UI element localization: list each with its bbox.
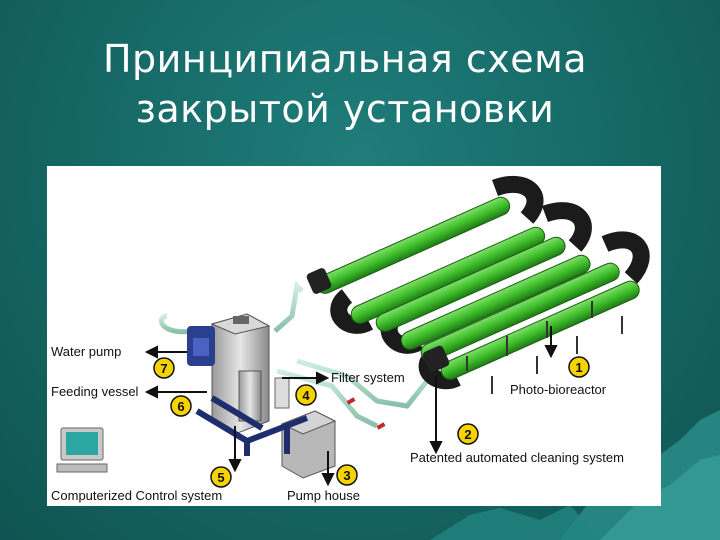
valves <box>346 397 386 430</box>
badge-7: 7 <box>153 357 175 379</box>
base-frame <box>195 395 309 456</box>
badge-4-text: 4 <box>302 388 310 403</box>
badge-3-text: 3 <box>343 468 350 483</box>
label-cleaning-system: Patented automated cleaning system <box>410 450 624 465</box>
badge-1-text: 1 <box>575 360 582 375</box>
badge-6: 6 <box>170 395 192 417</box>
callout-arrows <box>144 326 558 487</box>
badge-7-text: 7 <box>160 361 167 376</box>
label-control-system: Computerized Control system <box>51 488 222 503</box>
support-legs <box>466 301 623 394</box>
badge-2-text: 2 <box>464 427 471 442</box>
slide-title: Принципиальная схема закрытой установки <box>0 34 690 134</box>
photo-bioreactor-tubes <box>315 196 640 380</box>
label-pump-house: Pump house <box>287 488 360 503</box>
badge-3: 3 <box>336 464 358 486</box>
label-water-pump: Water pump <box>51 344 121 359</box>
badge-1: 1 <box>568 356 590 378</box>
badge-4: 4 <box>295 384 317 406</box>
label-feeding-vessel: Feeding vessel <box>51 384 139 399</box>
water-pump-unit <box>187 326 215 366</box>
title-line-2: закрытой установки <box>135 87 555 131</box>
title-line-1: Принципиальная схема <box>102 37 588 81</box>
badge-5-text: 5 <box>217 470 224 485</box>
computer-icon <box>56 427 108 473</box>
badge-2: 2 <box>457 423 479 445</box>
label-photo-bioreactor: Photo-bioreactor <box>510 382 607 397</box>
tube-end-caps <box>306 268 450 373</box>
label-filter-system: Filter system <box>331 370 405 385</box>
badge-5: 5 <box>210 466 232 488</box>
filter-unit <box>238 370 290 422</box>
badge-6-text: 6 <box>177 399 184 414</box>
system-diagram: 7 6 4 1 2 5 3 Water pump Feeding vessel <box>47 166 661 506</box>
pump-house <box>280 410 337 479</box>
